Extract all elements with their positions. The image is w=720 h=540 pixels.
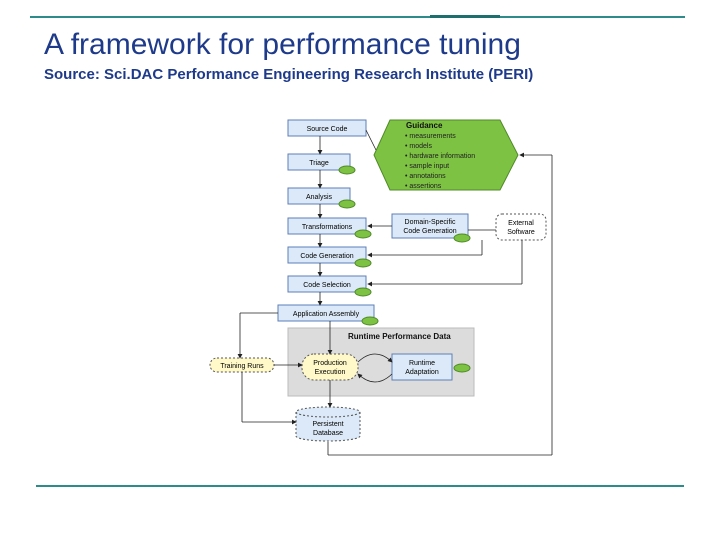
code-generation-label: Code Generation (300, 253, 353, 260)
database-label-1: Persistent (312, 421, 343, 428)
slide-subtitle: Source: Sci.DAC Performance Engineering … (44, 66, 534, 83)
external-software-label-1: External (508, 220, 534, 227)
guidance-heading: Guidance (406, 121, 443, 130)
guidance-item: • assertions (405, 183, 442, 190)
top-rule-thin (30, 16, 685, 18)
arrow (357, 353, 393, 363)
domain-specific-label-2: Code Generation (403, 228, 456, 235)
code-selection-label: Code Selection (303, 282, 351, 289)
triage-label: Triage (309, 160, 329, 167)
transformations-box (287, 217, 367, 235)
runtime-adaptation-box (391, 353, 453, 381)
note-tab (354, 229, 372, 239)
source-code-label: Source Code (307, 126, 348, 133)
production-execution-label-1: Production (313, 360, 347, 367)
domain-specific-label-1: Domain-Specific (405, 219, 456, 226)
runtime-adaptation-label-2: Adaptation (405, 369, 439, 376)
note-tab (453, 363, 471, 373)
note-tab (453, 233, 471, 243)
production-execution-label-2: Execution (315, 369, 346, 376)
code-selection-box (287, 275, 367, 293)
runtime-heading: Runtime Performance Data (348, 332, 451, 341)
performance-tuning-diagram: Runtime Performance Data Guidance • meas… (209, 119, 553, 456)
arrow (357, 373, 393, 383)
top-rule-accent (430, 15, 500, 18)
guidance-item: • models (405, 143, 432, 150)
transformations-label: Transformations (302, 224, 353, 231)
database-body (295, 412, 361, 442)
analysis-label: Analysis (306, 194, 333, 201)
training-runs-label: Training Runs (220, 363, 264, 370)
source-code-box (287, 119, 367, 137)
guidance-item: • annotations (405, 173, 446, 180)
note-tab (354, 287, 372, 297)
note-tab (338, 199, 356, 209)
slide-title: A framework for performance tuning (44, 28, 521, 61)
connector (365, 129, 377, 151)
domain-specific-box (391, 213, 469, 239)
external-software-label-2: Software (507, 229, 535, 236)
guidance-item: • measurements (405, 133, 456, 140)
guidance-hexagon (373, 119, 519, 191)
runtime-adaptation-label-1: Runtime (409, 360, 435, 367)
external-software-box (495, 213, 547, 241)
guidance-item: • hardware information (405, 153, 475, 160)
application-assembly-label: Application Assembly (293, 311, 360, 318)
note-tab (354, 258, 372, 268)
guidance-item: • sample input (405, 163, 449, 170)
note-tab (338, 165, 356, 175)
database-top (295, 406, 361, 418)
note-tab (361, 316, 379, 326)
code-generation-box (287, 246, 367, 264)
database-label-2: Database (313, 430, 343, 437)
bottom-rule (36, 485, 684, 487)
production-execution-box (301, 353, 359, 381)
